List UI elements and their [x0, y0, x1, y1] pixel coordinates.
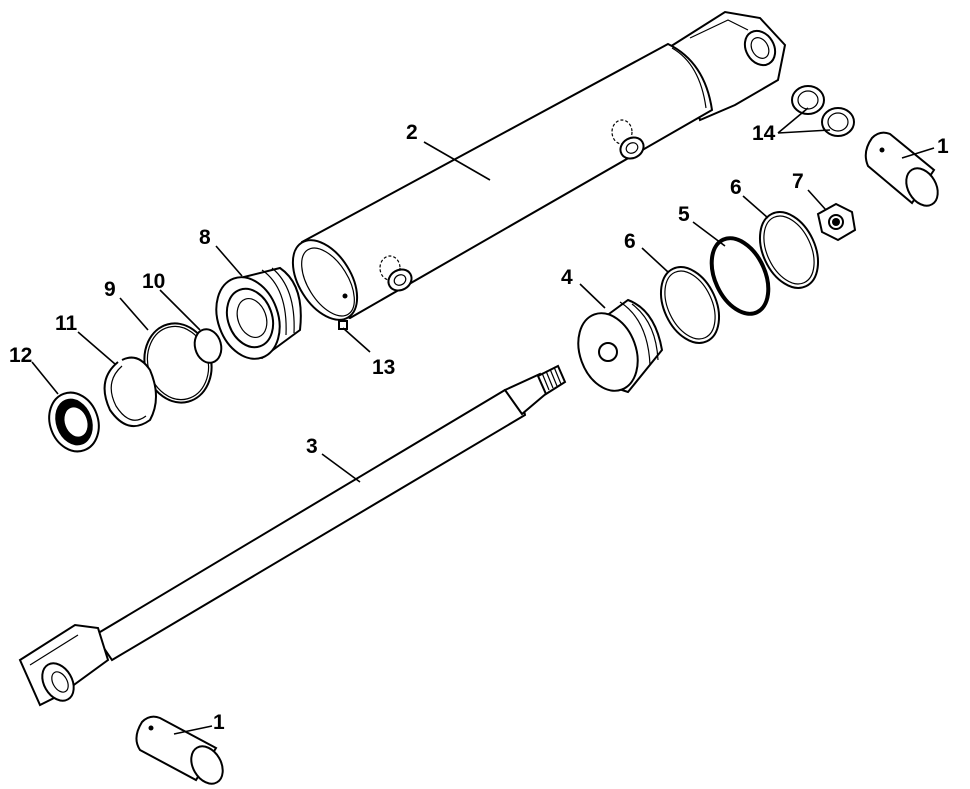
callout-13: 13	[372, 356, 395, 379]
callout-labels: 1 1 2 3 4 5 6 6 7 8 9 10 11 12 13 14	[9, 121, 949, 734]
callout-7: 7	[792, 170, 804, 193]
backup-ring-6a	[659, 266, 721, 344]
callout-6-right: 6	[730, 176, 742, 199]
callout-2: 2	[406, 121, 418, 144]
gland-8	[215, 266, 302, 360]
o-ring-5	[709, 236, 771, 316]
o-ring-10	[193, 328, 223, 364]
snap-ring-11	[103, 356, 157, 428]
piston-4	[577, 298, 664, 394]
callout-6-left: 6	[624, 230, 636, 253]
callout-1-upper: 1	[937, 135, 949, 158]
backup-ring-6b	[758, 211, 820, 289]
callout-14: 14	[752, 122, 776, 145]
callout-11: 11	[55, 312, 78, 335]
leader-lines	[31, 107, 935, 735]
port-rear	[611, 119, 645, 160]
callout-4: 4	[561, 266, 573, 289]
piston-rod	[18, 364, 567, 707]
callout-1-lower: 1	[213, 711, 225, 734]
bushings-14	[791, 85, 855, 137]
cylinder-barrel	[291, 10, 787, 321]
hex-nut-7	[816, 202, 857, 242]
plug-13	[338, 320, 348, 330]
callout-8: 8	[199, 226, 211, 249]
callout-5: 5	[678, 203, 690, 226]
wiper-seal-12	[48, 391, 100, 453]
callout-12: 12	[9, 344, 32, 367]
pin-1-upper	[864, 131, 939, 207]
callout-9: 9	[104, 278, 116, 301]
callout-3: 3	[306, 435, 318, 458]
pin-1-lower	[135, 715, 224, 785]
port-front	[379, 255, 413, 292]
callout-10: 10	[142, 270, 165, 293]
